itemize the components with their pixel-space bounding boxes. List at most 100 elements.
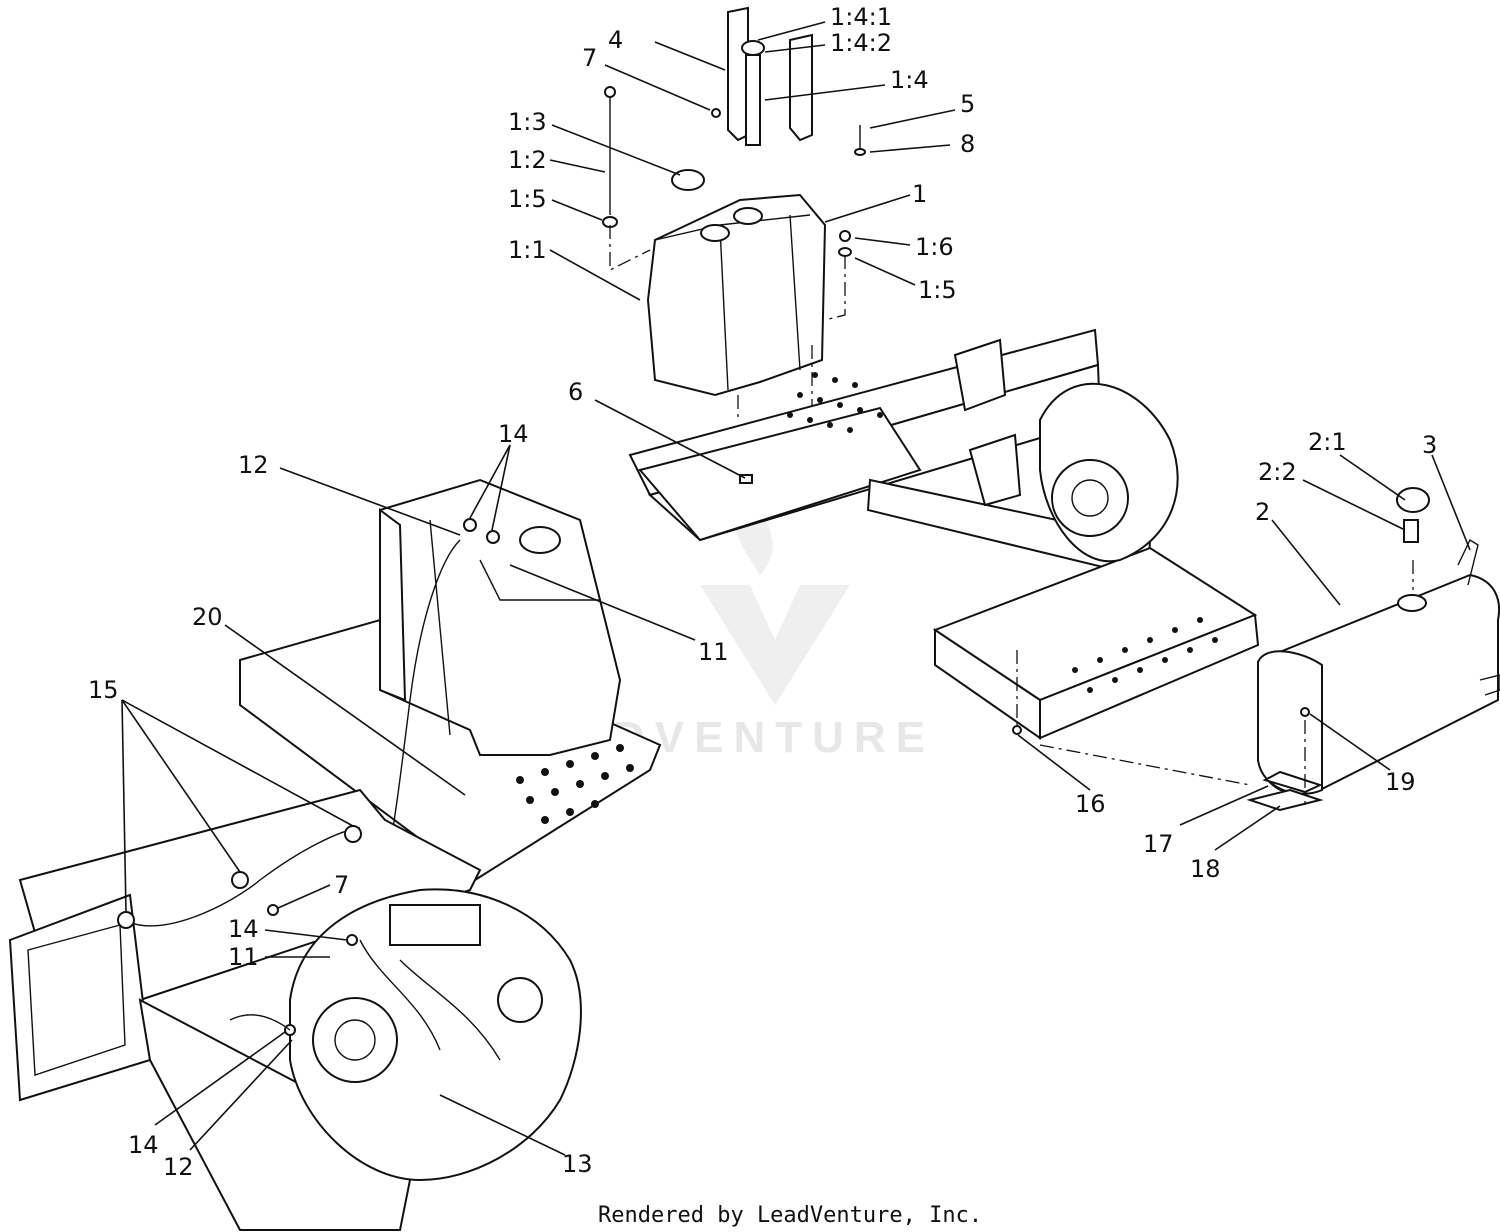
fastener-16 bbox=[1012, 725, 1022, 735]
callout-7-bottom: 7 bbox=[334, 871, 349, 899]
flywheel-hub bbox=[1071, 479, 1109, 517]
callout-20: 20 bbox=[192, 603, 223, 631]
fastener-7-top bbox=[711, 108, 721, 118]
callout-1-4-2: 1:4:2 bbox=[830, 29, 892, 57]
engine-flywheel bbox=[312, 997, 398, 1083]
callout-1-3: 1:3 bbox=[508, 108, 547, 136]
mount-bracket bbox=[953, 338, 1007, 412]
strainer-2-2 bbox=[1403, 519, 1419, 543]
callout-1-6: 1:6 bbox=[915, 233, 954, 261]
callout-1: 1 bbox=[912, 180, 927, 208]
fastener-7-bottom bbox=[267, 904, 279, 916]
callout-8: 8 bbox=[960, 130, 975, 158]
callout-12-bottom: 12 bbox=[163, 1153, 194, 1181]
callout-3: 3 bbox=[1422, 431, 1437, 459]
middle-fuel-tank bbox=[379, 478, 622, 756]
engine-mount bbox=[968, 433, 1022, 507]
callout-13: 13 bbox=[562, 1150, 593, 1178]
clip-6 bbox=[739, 474, 753, 484]
middle-fuel-cap bbox=[519, 526, 561, 554]
callout-11-right: 11 bbox=[698, 638, 729, 666]
callout-17: 17 bbox=[1143, 830, 1174, 858]
chassis-frame bbox=[628, 328, 1260, 740]
perforated-deck bbox=[638, 406, 922, 542]
engine-flywheel-hub bbox=[334, 1019, 376, 1061]
callout-2-1: 2:1 bbox=[1308, 428, 1347, 456]
fuel-gauge-1-4 bbox=[745, 54, 761, 146]
watermark-logo-icon bbox=[700, 585, 850, 705]
guide-line bbox=[824, 255, 846, 321]
deck-holes bbox=[787, 372, 1218, 693]
vent-fitting bbox=[604, 86, 616, 98]
bracket-4 bbox=[727, 6, 749, 142]
fill-neck bbox=[700, 224, 730, 242]
callout-2-2: 2:2 bbox=[1258, 458, 1297, 486]
clamp-15-a bbox=[117, 911, 135, 929]
guide-line bbox=[609, 225, 651, 272]
fuel-line-11 bbox=[229, 1014, 291, 1031]
pad-18 bbox=[1246, 788, 1324, 812]
callout-16: 16 bbox=[1075, 790, 1106, 818]
engine-line bbox=[399, 959, 501, 1061]
flywheel bbox=[1051, 459, 1129, 537]
pad-17 bbox=[1262, 770, 1323, 794]
lower-frame-assembly bbox=[8, 788, 582, 1231]
callout-2: 2 bbox=[1255, 498, 1270, 526]
callout-1-5-right: 1:5 bbox=[918, 276, 957, 304]
callout-14-mid: 14 bbox=[228, 915, 259, 943]
engine-head bbox=[389, 904, 481, 946]
callout-4: 4 bbox=[608, 26, 623, 54]
grommet-1-5-right bbox=[838, 247, 852, 257]
callout-1-2: 1:2 bbox=[508, 146, 547, 174]
callout-11-left: 11 bbox=[228, 943, 259, 971]
tank-side bbox=[379, 508, 407, 702]
callout-1-4: 1:4 bbox=[890, 66, 929, 94]
aux-cap-2-1 bbox=[1396, 487, 1430, 513]
callout-1-4-1: 1:4:1 bbox=[830, 3, 892, 31]
fitting-14-right bbox=[486, 530, 500, 544]
tank-shoulder bbox=[479, 559, 600, 601]
callout-19: 19 bbox=[1385, 768, 1416, 796]
rear-panel-inset bbox=[27, 924, 126, 1076]
aux-tank-end-cap bbox=[1257, 650, 1323, 795]
bracket-post bbox=[789, 33, 813, 142]
gauge-port bbox=[733, 207, 763, 225]
floor-plate-right-front bbox=[1039, 613, 1260, 740]
callout-12-top: 12 bbox=[238, 451, 269, 479]
tank-strap-line-2 bbox=[789, 214, 801, 371]
callout-5: 5 bbox=[960, 90, 975, 118]
filler-neck-2-2 bbox=[1397, 594, 1427, 612]
gauge-cap-1-4-1 bbox=[741, 40, 765, 56]
strap-3 bbox=[1457, 538, 1479, 586]
fitting-14-left bbox=[463, 518, 477, 532]
callout-1-1: 1:1 bbox=[508, 236, 547, 264]
engine-line bbox=[359, 939, 441, 1051]
tank-strap bbox=[429, 519, 451, 736]
callout-labels: 1:4:1 1:4:2 4 7 1:4 5 8 1:3 1:2 1 1:5 1:… bbox=[88, 3, 1437, 1181]
upper-tank-assembly bbox=[602, 6, 866, 470]
callout-1-5-left: 1:5 bbox=[508, 185, 547, 213]
footer-credit: Rendered by LeadVenture, Inc. bbox=[598, 1203, 982, 1228]
tank-strap-line bbox=[719, 227, 729, 391]
engine-pulley bbox=[497, 977, 543, 1023]
auxiliary-tank-assembly bbox=[1039, 487, 1500, 812]
callout-14-bottom: 14 bbox=[128, 1131, 159, 1159]
fuel-line-lower bbox=[124, 827, 361, 927]
callout-7-top: 7 bbox=[582, 44, 597, 72]
callout-15: 15 bbox=[88, 676, 119, 704]
clamp-15-c bbox=[344, 825, 362, 843]
middle-tank-assembly bbox=[239, 478, 662, 882]
callout-14-top: 14 bbox=[498, 420, 529, 448]
callout-18: 18 bbox=[1190, 855, 1221, 883]
clamp-15-b bbox=[231, 871, 249, 889]
leader-lines bbox=[121, 21, 1471, 1156]
fitting-14-mid bbox=[346, 934, 358, 946]
fitting-1-6 bbox=[839, 230, 851, 242]
washer-8 bbox=[854, 148, 866, 156]
guide-line bbox=[1039, 744, 1251, 786]
engine-13 bbox=[289, 888, 582, 1182]
middle-deck-holes bbox=[516, 744, 634, 824]
callout-6: 6 bbox=[568, 378, 583, 406]
